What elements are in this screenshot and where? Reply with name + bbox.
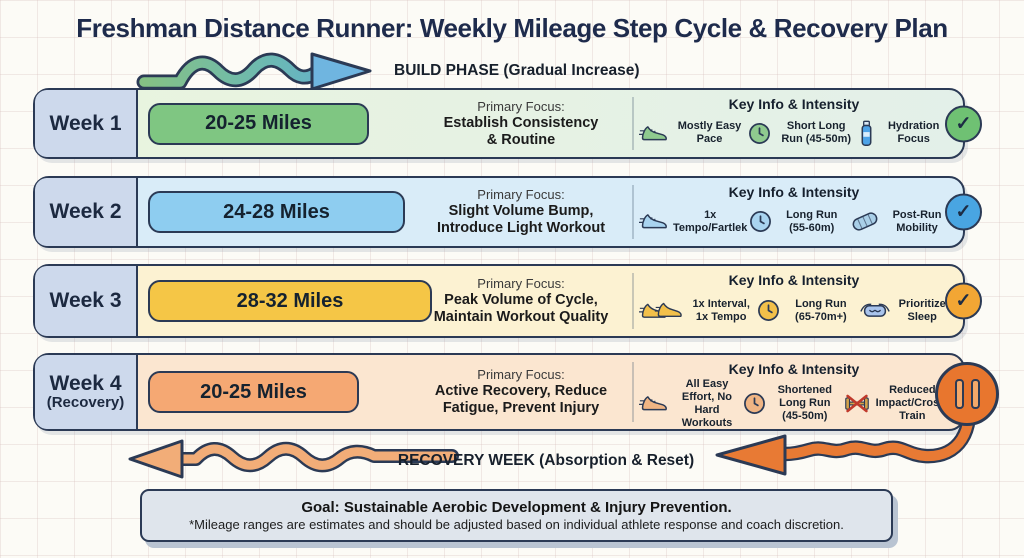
double-running-shoe-icon xyxy=(639,302,682,318)
clock-icon xyxy=(750,211,772,232)
focus-heading: Primary Focus: xyxy=(477,366,565,382)
week-1-primary-focus: Primary Focus: Establish Consistency & R… xyxy=(407,98,635,148)
week-3-key-info: Key Info & Intensity 1x Interval, 1x Tem xyxy=(639,269,949,332)
no-impact-dumbbell-icon xyxy=(844,395,869,413)
key-info-item: Post-Run Mobility xyxy=(849,209,949,235)
key-info-item: Hydration Focus xyxy=(859,120,949,147)
week-1-check-badge: ✓ xyxy=(945,105,982,142)
section-divider xyxy=(632,97,634,150)
section-divider xyxy=(632,362,634,422)
key-info-item: Short Long Run (45-50m) xyxy=(748,120,857,146)
check-icon: ✓ xyxy=(955,113,972,134)
week-3-row: Week 3 28-32 Miles Primary Focus: Peak V… xyxy=(33,264,982,338)
focus-heading: Primary Focus: xyxy=(477,275,565,291)
section-divider xyxy=(632,273,634,329)
focus-heading: Primary Focus: xyxy=(477,186,565,202)
pause-icon xyxy=(954,379,964,409)
week-2-key-info: Key Info & Intensity 1x Tempo/Fartlek xyxy=(639,181,949,242)
week-4-label: Week 4 (Recovery) xyxy=(35,355,138,429)
week-3-label: Week 3 xyxy=(35,266,138,336)
week-4-row: Week 4 (Recovery) 20-25 Miles Primary Fo… xyxy=(33,353,965,431)
key-info-item: Long Run (65-70m+) xyxy=(757,298,857,324)
week-1-mileage-bar: 20-25 Miles xyxy=(148,102,369,145)
clock-icon xyxy=(743,393,765,415)
check-icon: ✓ xyxy=(955,201,972,223)
week-3-mileage-bar: 28-32 Miles xyxy=(148,280,432,322)
recovery-phase-label: RECOVERY WEEK (Absorption & Reset) xyxy=(397,452,695,469)
week-3-check-badge: ✓ xyxy=(945,282,982,320)
week-2-label: Week 2 xyxy=(35,178,138,246)
week-1-label: Week 1 xyxy=(35,90,138,157)
key-info-item: 1x Tempo/Fartlek xyxy=(639,209,747,235)
week-3-primary-focus: Primary Focus: Peak Volume of Cycle, Mai… xyxy=(407,276,635,326)
check-icon: ✓ xyxy=(955,290,972,312)
key-info-heading: Key Info & Intensity xyxy=(728,361,860,377)
water-bottle-icon xyxy=(861,120,872,146)
key-info-item: 1x Interval, 1x Tempo xyxy=(639,298,755,324)
week-4-mileage-bar: 20-25 Miles xyxy=(148,371,359,413)
week-4-key-info: Key Info & Intensity All Easy Effort, No… xyxy=(639,358,949,429)
key-info-item: Mostly Easy Pace xyxy=(639,120,746,146)
build-phase-label: BUILD PHASE (Gradual Increase) xyxy=(394,62,640,79)
foam-roller-icon xyxy=(852,212,878,231)
section-divider xyxy=(632,185,634,239)
goal-statement: Goal: Sustainable Aerobic Development & … xyxy=(301,499,732,516)
week-4-primary-focus: Primary Focus: Active Recovery, Reduce F… xyxy=(407,367,635,417)
key-info-item: Shortened Long Run (45-50m) xyxy=(743,384,840,423)
page-title: Freshman Distance Runner: Weekly Mileage… xyxy=(76,13,948,43)
week-2-mileage-bar: 24-28 Miles xyxy=(148,191,405,233)
week-1-key-info: Key Info & Intensity Mostly Easy Pace xyxy=(639,93,949,153)
goal-disclaimer: *Mileage ranges are estimates and should… xyxy=(189,517,844,532)
key-info-item: All Easy Effort, No Hard Workouts xyxy=(639,378,741,430)
sleep-mask-icon xyxy=(860,303,891,317)
key-info-heading: Key Info & Intensity xyxy=(728,272,860,288)
recovery-arrow-right xyxy=(715,386,977,476)
running-shoe-icon xyxy=(639,214,667,229)
key-info-item: Reduced Impact/Cross-Train xyxy=(842,384,949,423)
week-4-sublabel: (Recovery) xyxy=(46,394,125,412)
key-info-item: Long Run (55-60m) xyxy=(749,209,847,235)
goal-box: Goal: Sustainable Aerobic Development & … xyxy=(140,489,893,542)
focus-heading: Primary Focus: xyxy=(477,98,565,114)
week-2-primary-focus: Primary Focus: Slight Volume Bump, Intro… xyxy=(407,187,635,237)
week-2-row: Week 2 24-28 Miles Primary Focus: Slight… xyxy=(33,176,982,248)
running-shoe-icon xyxy=(639,125,667,140)
recovery-arrow-left xyxy=(128,439,459,479)
week-2-check-badge: ✓ xyxy=(945,193,982,231)
clock-icon xyxy=(758,300,780,321)
running-shoe-icon xyxy=(639,396,667,411)
key-info-heading: Key Info & Intensity xyxy=(728,96,860,112)
week-4-pause-badge xyxy=(935,362,999,426)
clock-icon xyxy=(749,122,770,144)
key-info-heading: Key Info & Intensity xyxy=(728,184,860,200)
key-info-item: Prioritize Sleep xyxy=(859,298,949,324)
build-phase-arrow xyxy=(136,52,372,91)
pause-icon xyxy=(970,379,980,409)
week-1-row: Week 1 20-25 Miles Primary Focus: Establ… xyxy=(33,88,982,159)
